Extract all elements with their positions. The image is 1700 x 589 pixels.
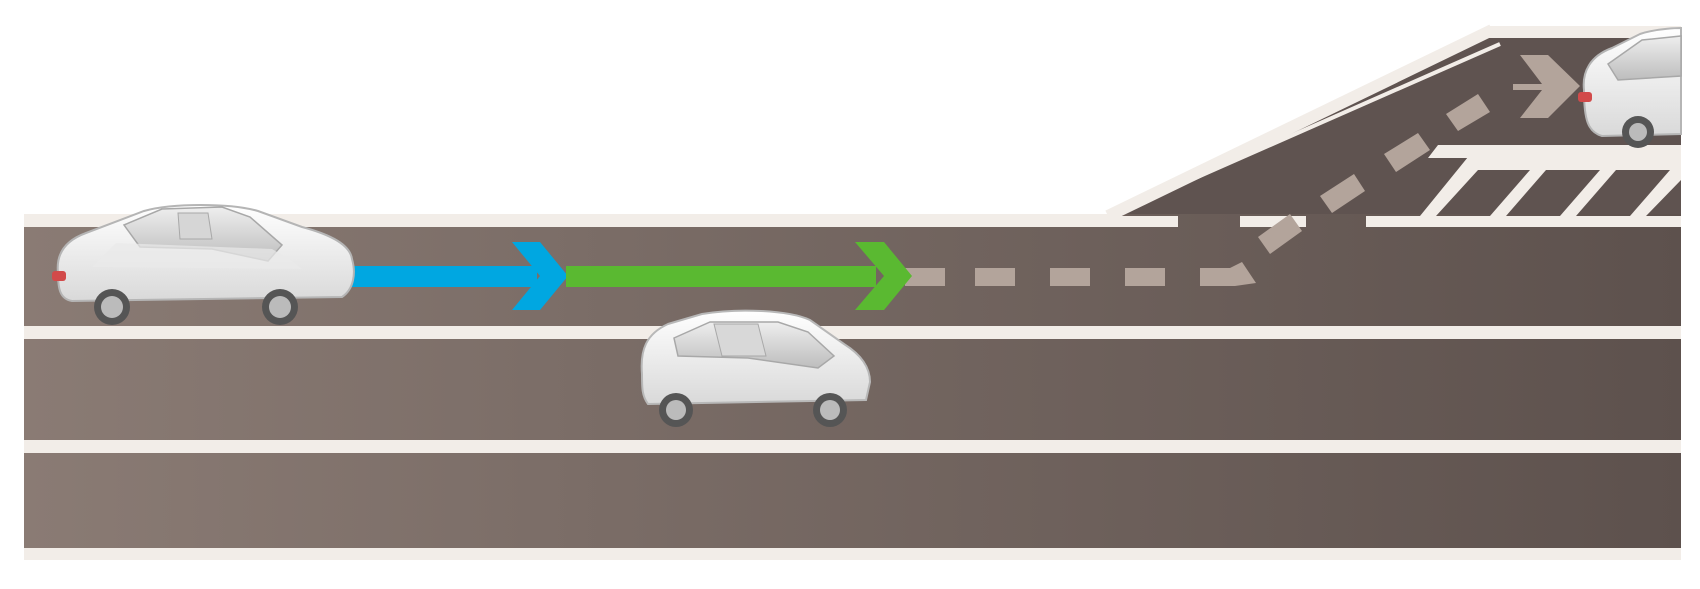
car-icon — [1578, 26, 1682, 148]
lane-line-1 — [24, 326, 1681, 339]
planned-path — [905, 55, 1580, 286]
ramp-top-edge-line — [1488, 26, 1681, 38]
lane-line-2 — [24, 440, 1681, 453]
gore-hatching — [1420, 145, 1681, 216]
ramp-divider-dash — [1112, 216, 1178, 227]
ramp-divider-dash — [1240, 216, 1306, 227]
arrow-icon — [347, 242, 568, 310]
ramp-divider-line — [1366, 216, 1681, 227]
car-icon — [640, 309, 872, 427]
car-icon — [52, 204, 355, 325]
ramp-inner-line — [1117, 42, 1501, 214]
ramp-edge-line — [1105, 24, 1495, 222]
arrow-icon — [566, 242, 912, 310]
top-edge-line — [24, 214, 1112, 227]
bottom-edge-line — [24, 548, 1681, 560]
dashed-path-arrow-icon — [1513, 55, 1580, 118]
